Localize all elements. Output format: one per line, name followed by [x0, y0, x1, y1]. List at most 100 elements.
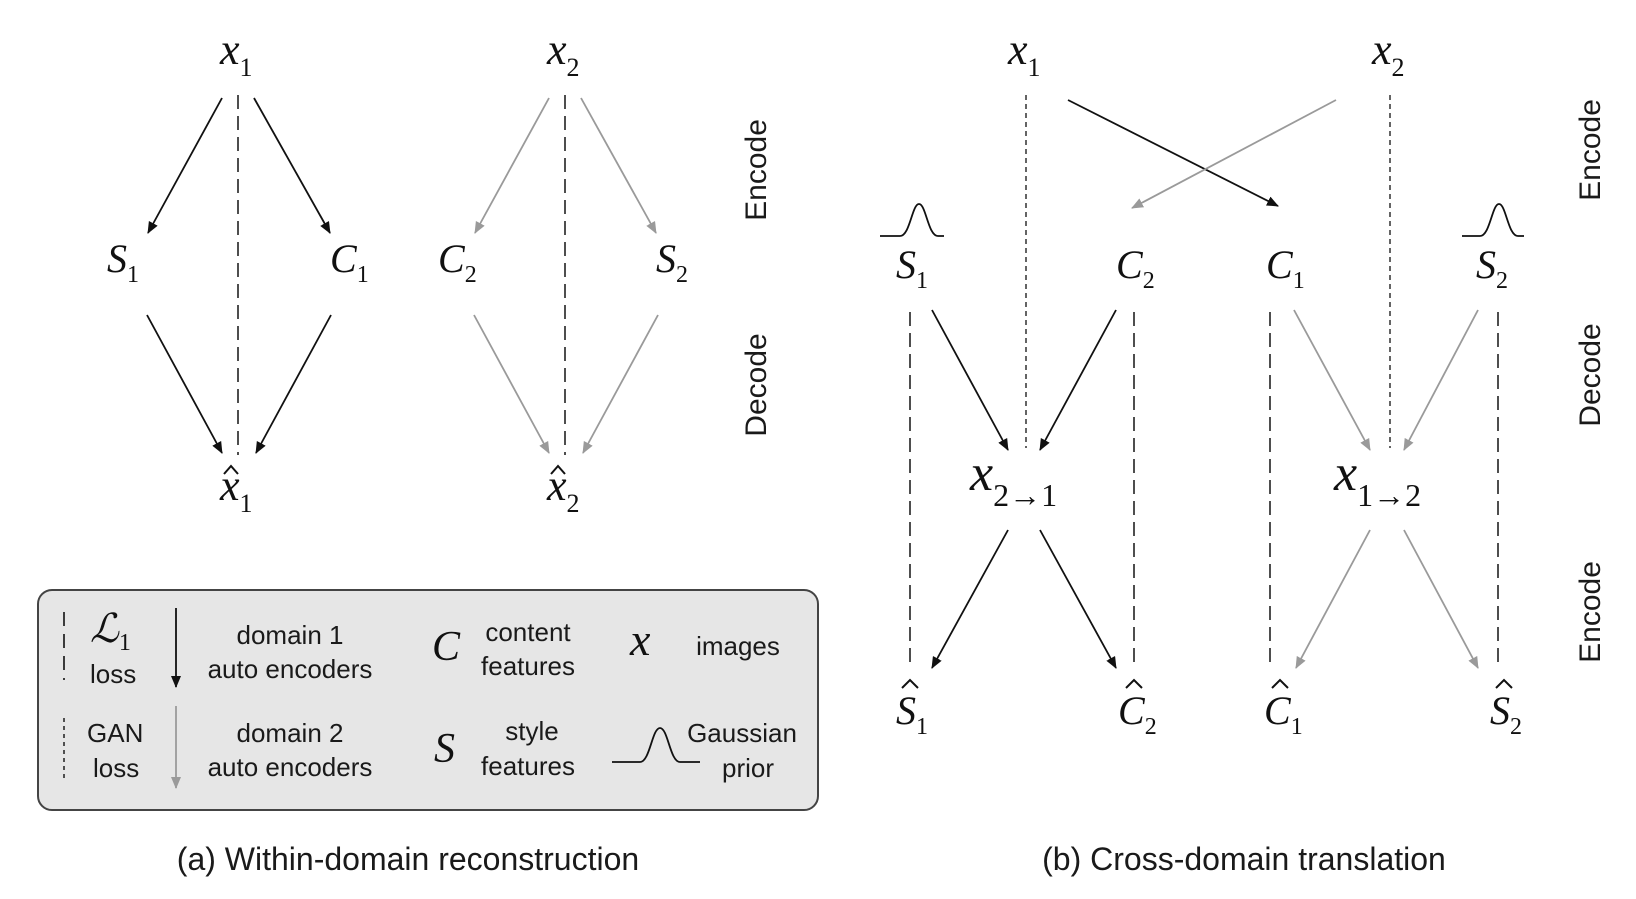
node-b-x12-sub: 1→2: [1357, 477, 1421, 513]
legend: ℒ1 loss GAN loss domain 1 auto encoders …: [37, 589, 819, 811]
node-b-chat2: C2: [1118, 688, 1157, 740]
hat-icon: [550, 464, 566, 475]
node-b-s2: S2: [1476, 242, 1508, 294]
node-b-chat1-base: C: [1264, 688, 1292, 733]
hat-icon: [901, 678, 919, 689]
node-a-x1-base: x: [219, 25, 240, 74]
node-a-c2: C2: [438, 236, 477, 288]
l1-symbol-base: ℒ: [90, 606, 120, 651]
gan-loss-text-line1: GAN: [87, 718, 143, 748]
node-b-s1: S1: [896, 242, 928, 294]
node-b-x12: x1→2: [1333, 445, 1421, 513]
node-b-shat1-sub: 1: [916, 714, 928, 740]
node-a-c1: C1: [330, 236, 369, 288]
node-b-c1: C1: [1266, 242, 1305, 294]
node-b-chat1-sub: 1: [1291, 714, 1303, 740]
gaussian-text-line1: Gaussian: [687, 718, 797, 748]
node-a-xhat2-sub: 2: [567, 489, 580, 518]
hat-icon: [1125, 678, 1143, 689]
domain1-arrow: [255, 314, 332, 454]
gaussian-prior-icon: [612, 727, 700, 763]
hat-icon: [223, 464, 239, 475]
node-a-c2-sub: 2: [465, 262, 477, 288]
node-a-xhat2: x2: [546, 461, 580, 518]
legend-box: [37, 589, 819, 811]
domain1-arrow: [1039, 309, 1117, 451]
node-a-s1-sub: 1: [127, 262, 139, 288]
node-b-x2-base: x: [1371, 25, 1392, 74]
style-text-line1: style: [505, 716, 558, 746]
domain2-arrow: [582, 314, 659, 454]
gaussian-text-line2: prior: [722, 753, 774, 783]
stage-label-decode: Decode: [1574, 323, 1607, 426]
domain2-arrow: [473, 314, 550, 454]
node-a-s2-base: S: [656, 236, 676, 281]
node-b-s1-sub: 1: [916, 268, 928, 294]
node-b-chat1: C1: [1264, 688, 1303, 740]
node-b-x21-base: x: [969, 445, 993, 502]
stage-label-encode-bottom: Encode: [1574, 561, 1607, 663]
node-b-x21-sub: 2→1: [993, 477, 1057, 513]
domain1-arrow: [147, 97, 223, 234]
node-a-x2-base: x: [546, 25, 567, 74]
images-text: images: [696, 631, 780, 661]
node-b-x2-sub: 2: [1392, 53, 1405, 82]
node-a-x1-sub: 1: [240, 53, 253, 82]
images-symbol: x: [629, 614, 651, 665]
l1-symbol: ℒ1: [90, 606, 131, 656]
domain2-arrow: [1403, 309, 1479, 451]
domain1-arrow: [146, 314, 223, 454]
node-b-c1-base: C: [1266, 242, 1294, 287]
stage-label-encode-top: Encode: [1574, 99, 1607, 201]
domain1-arrow: [1039, 529, 1117, 669]
stage-label-decode: Decode: [740, 333, 773, 436]
caption-b: (b) Cross-domain translation: [1042, 841, 1446, 877]
node-b-c2-base: C: [1116, 242, 1144, 287]
node-b-shat2: S2: [1490, 688, 1522, 740]
node-a-xhat1: x1: [219, 461, 253, 518]
node-a-c1-base: C: [330, 236, 358, 281]
content-symbol: C: [432, 624, 461, 670]
caption-a: (a) Within-domain reconstruction: [177, 841, 639, 877]
node-a-c2-base: C: [438, 236, 466, 281]
node-a-x2: x2: [546, 25, 580, 82]
domain2-text-line1: domain 2: [237, 718, 344, 748]
content-text-line1: content: [485, 617, 571, 647]
domain1-arrow: [1067, 99, 1279, 207]
node-b-shat2-base: S: [1490, 688, 1510, 733]
node-b-chat2-sub: 2: [1145, 714, 1157, 740]
node-b-c1-sub: 1: [1293, 268, 1305, 294]
domain2-arrow: [1131, 99, 1337, 209]
hat-icon: [1271, 678, 1289, 689]
content-text-line2: features: [481, 651, 575, 681]
domain2-arrow: [1403, 529, 1479, 669]
panel-a: x1 x2 S1 C1 C2 S2 x1 x2: [37, 25, 819, 877]
node-a-s1-base: S: [107, 236, 127, 281]
domain1-arrow: [931, 529, 1009, 669]
node-b-c2-sub: 2: [1143, 268, 1155, 294]
node-b-x21: x2→1: [969, 445, 1057, 513]
domain1-arrow: [253, 97, 331, 234]
node-a-s2: S2: [656, 236, 688, 288]
domain2-arrow: [1295, 529, 1371, 669]
node-a-x2-sub: 2: [567, 53, 580, 82]
domain2-arrow: [474, 97, 550, 234]
domain2-arrow: [580, 97, 657, 234]
node-a-x1: x1: [219, 25, 253, 82]
gaussian-prior-icon: [880, 203, 944, 237]
node-b-s2-base: S: [1476, 242, 1496, 287]
style-text-line2: features: [481, 751, 575, 781]
node-b-x2: x2: [1371, 25, 1405, 82]
gaussian-prior-icon: [1462, 203, 1524, 237]
node-b-x1: x1: [1007, 25, 1041, 82]
node-b-chat2-base: C: [1118, 688, 1146, 733]
domain1-text-line2: auto encoders: [208, 654, 373, 684]
node-a-c1-sub: 1: [357, 262, 369, 288]
hat-icon: [1495, 678, 1513, 689]
node-b-x12-base: x: [1333, 445, 1357, 502]
l1-loss-text: loss: [90, 659, 136, 689]
panel-b: x1 x2 S1 C2 C1 S2 x2→1 x1→2 S1: [880, 25, 1607, 877]
gan-loss-text-line2: loss: [93, 753, 139, 783]
stage-label-encode: Encode: [740, 119, 773, 221]
